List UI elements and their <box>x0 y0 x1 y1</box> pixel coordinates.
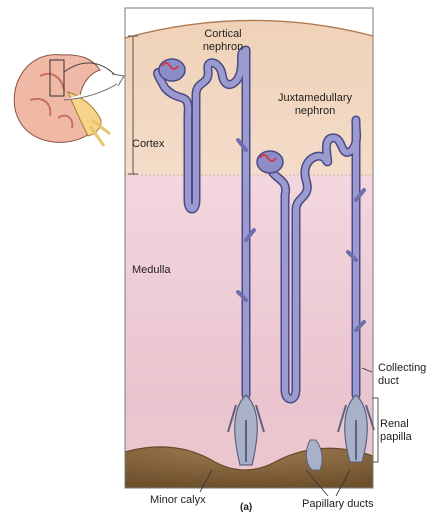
minor-calyx-label: Minor calyx <box>150 494 206 507</box>
panel-label: (a) <box>240 501 252 514</box>
cortical-glomerulus <box>159 59 185 81</box>
papillary-ducts-label: Papillary ducts <box>302 498 374 511</box>
cortical-nephron-label: Cortical nephron <box>188 28 258 54</box>
cortex-label: Cortex <box>132 138 164 151</box>
kidney-inset-icon <box>14 55 124 146</box>
medulla-label: Medulla <box>132 264 171 277</box>
juxtamedullary-nephron-label: Juxtamedullary nephron <box>260 92 370 118</box>
collecting-duct-label: Collecting duct <box>378 362 438 388</box>
juxtamedullary-glomerulus <box>257 151 283 173</box>
renal-papilla-label: Renal papilla <box>380 418 436 444</box>
